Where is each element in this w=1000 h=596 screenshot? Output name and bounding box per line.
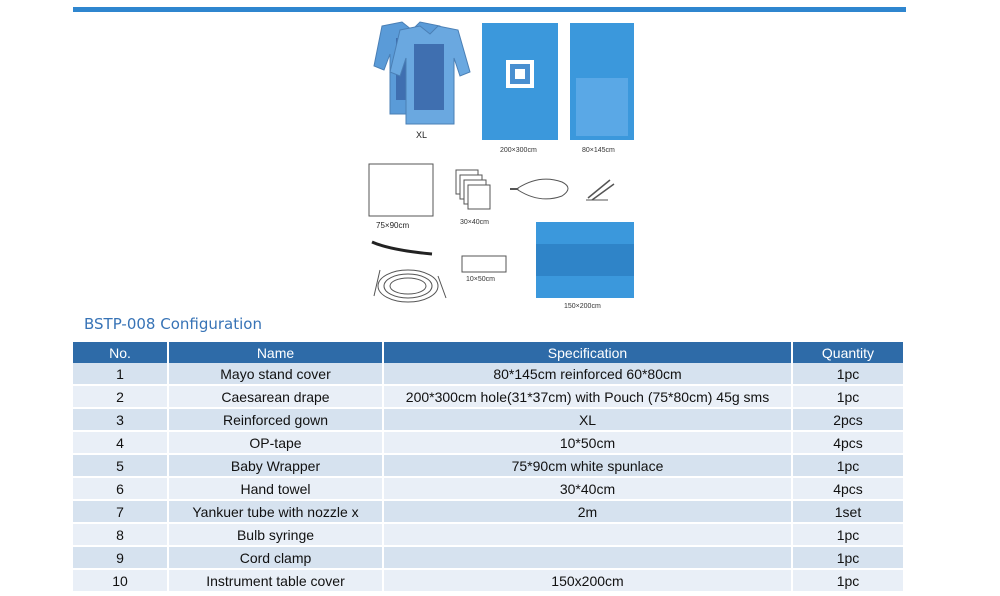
cell-no: 8 [73, 524, 167, 547]
cell-name: Yankuer tube with nozzle x [169, 501, 382, 524]
cell-quantity: 1pc [793, 524, 903, 547]
cell-quantity: 1pc [793, 455, 903, 478]
cell-no: 4 [73, 432, 167, 455]
table-row: 8 Bulb syringe 1pc [73, 524, 903, 547]
bulb-syringe-illustration [510, 178, 569, 200]
cell-specification: 200*300cm hole(31*37cm) with Pouch (75*8… [384, 386, 791, 409]
cell-no: 5 [73, 455, 167, 478]
cell-specification: 80*145cm reinforced 60*80cm [384, 363, 791, 386]
table-row: 7 Yankuer tube with nozzle x 2m 1set [73, 501, 903, 524]
instrument-table-cover-illustration: 150×200cm [536, 222, 634, 310]
reinforced-gown-illustration: XL [373, 21, 471, 140]
table-header-row: No. Name Specification Quantity [73, 342, 903, 363]
cell-no: 3 [73, 409, 167, 432]
product-illustration: XL 200×300cm 80×145cm 75×90cm 30×40cm [360, 18, 650, 314]
header-no: No. [73, 342, 167, 363]
drape-small-label: 80×145cm [582, 147, 615, 154]
configuration-table: No. Name Specification Quantity 1 Mayo s… [71, 342, 905, 593]
table-row: 10 Instrument table cover 150x200cm 1pc [73, 570, 903, 593]
baby-wrapper-illustration: 75×90cm [368, 163, 434, 230]
cell-no: 7 [73, 501, 167, 524]
table-row: 4 OP-tape 10*50cm 4pcs [73, 432, 903, 455]
cell-specification: 2m [384, 501, 791, 524]
cell-name: Mayo stand cover [169, 363, 382, 386]
cell-quantity: 2pcs [793, 409, 903, 432]
hand-towel-illustration: 30×40cm [455, 169, 491, 226]
table-row: 6 Hand towel 30*40cm 4pcs [73, 478, 903, 501]
cell-quantity: 4pcs [793, 478, 903, 501]
cell-specification: XL [384, 409, 791, 432]
table-cover-label: 150×200cm [564, 303, 601, 310]
mayo-stand-cover-illustration: 80×145cm [570, 23, 634, 154]
cell-no: 10 [73, 570, 167, 593]
header-name: Name [169, 342, 382, 363]
header-quantity: Quantity [793, 342, 903, 363]
cell-specification: 10*50cm [384, 432, 791, 455]
wrapper-label: 75×90cm [376, 221, 409, 230]
cell-name: OP-tape [169, 432, 382, 455]
cell-specification: 30*40cm [384, 478, 791, 501]
drape-large-label: 200×300cm [500, 147, 537, 154]
cell-quantity: 1pc [793, 363, 903, 386]
top-divider-bar [73, 7, 906, 12]
configuration-title: BSTP-008 Configuration [84, 315, 262, 333]
cell-quantity: 1set [793, 501, 903, 524]
table-row: 2 Caesarean drape 200*300cm hole(31*37cm… [73, 386, 903, 409]
cell-specification [384, 547, 791, 570]
cell-name: Baby Wrapper [169, 455, 382, 478]
cell-no: 1 [73, 363, 167, 386]
cell-name: Hand towel [169, 478, 382, 501]
header-specification: Specification [384, 342, 791, 363]
cell-quantity: 1pc [793, 570, 903, 593]
cell-no: 6 [73, 478, 167, 501]
cell-specification: 150x200cm [384, 570, 791, 593]
table-row: 1 Mayo stand cover 80*145cm reinforced 6… [73, 363, 903, 386]
cell-quantity: 4pcs [793, 432, 903, 455]
cord-clamp-illustration [586, 179, 615, 201]
towel-label: 30×40cm [460, 219, 489, 226]
cell-specification: 75*90cm white spunlace [384, 455, 791, 478]
table-row: 3 Reinforced gown XL 2pcs [73, 409, 903, 432]
cell-name: Instrument table cover [169, 570, 382, 593]
cell-name: Bulb syringe [169, 524, 382, 547]
table-row: 5 Baby Wrapper 75*90cm white spunlace 1p… [73, 455, 903, 478]
cell-no: 9 [73, 547, 167, 570]
caesarean-drape-illustration: 200×300cm [482, 23, 558, 154]
yankauer-tube-illustration [371, 240, 447, 303]
cell-name: Caesarean drape [169, 386, 382, 409]
tape-label: 10×50cm [466, 276, 495, 283]
op-tape-illustration: 10×50cm [461, 255, 507, 283]
cell-name: Reinforced gown [169, 409, 382, 432]
cell-specification [384, 524, 791, 547]
cell-quantity: 1pc [793, 386, 903, 409]
cell-no: 2 [73, 386, 167, 409]
gown-size-label: XL [416, 130, 427, 140]
table-row: 9 Cord clamp 1pc [73, 547, 903, 570]
cell-quantity: 1pc [793, 547, 903, 570]
cell-name: Cord clamp [169, 547, 382, 570]
